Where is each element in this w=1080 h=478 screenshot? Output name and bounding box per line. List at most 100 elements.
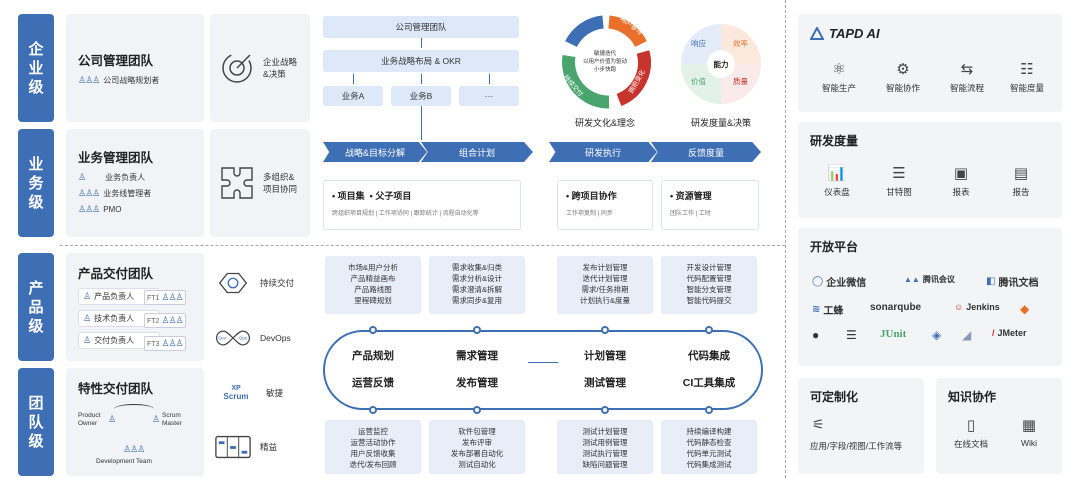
dashboard-item[interactable]: 📊仪表盘 <box>812 164 862 198</box>
stack-icon[interactable]: ☰ <box>846 328 857 342</box>
tapd-brand: TAPD AI <box>810 26 880 41</box>
list-code: 开发设计管理代码配置管理智能分支管理智能代码提交 <box>661 256 757 314</box>
jenkins-logo[interactable]: ☺Jenkins <box>954 302 1000 312</box>
product-owner-label: Product Owner <box>78 412 101 427</box>
card-sub: 工作项复制 | 同步 <box>566 211 613 217</box>
ai-metrics[interactable]: ☷智能度量 <box>1002 60 1052 94</box>
ai-workflow[interactable]: ⇆智能流程 <box>942 60 992 94</box>
agile-label: 敏捷 <box>266 388 284 398</box>
tencent-meeting-logo[interactable]: ▲▲腾讯会议 <box>904 275 955 284</box>
role-row: ♙♙♙PMO <box>78 204 122 214</box>
business-team-title: 业务管理团队 <box>78 151 154 165</box>
list-operations: 运营监控运营活动协作用户反馈收集迭代/发布回顾 <box>325 420 421 474</box>
band-execution: 研发执行 <box>549 142 657 162</box>
knowledge-title: 知识协作 <box>948 390 997 404</box>
loop-node <box>601 406 609 414</box>
loop-node <box>705 326 713 334</box>
person-icon: ♙ <box>152 414 160 424</box>
knowledge-panel: 知识协作 ▯在线文档 ▦Wiki <box>936 378 1062 474</box>
culture-caption: 研发文化&理念 <box>574 118 635 128</box>
role-row: ♙业务负责人 <box>78 172 146 182</box>
people-icon: ♙♙♙ <box>78 204 100 214</box>
measure-diagram: 响应 效率 价值 质量 能力 <box>673 14 769 114</box>
loop-node <box>369 326 377 334</box>
ai-production[interactable]: ⚛智能生产 <box>814 60 864 94</box>
continuous-capability: 持续交付 <box>206 253 306 313</box>
python-icon[interactable]: ◈ <box>932 328 942 342</box>
feature-team-box: 特性交付团队 Product Owner Scrum Master ♙ ♙ ♙♙… <box>66 368 204 476</box>
cycle-ops-feedback: 运营反馈 <box>352 377 394 389</box>
role-row: ♙♙♙业务线管理者 <box>78 188 152 198</box>
report-item[interactable]: ▣报表 <box>936 164 986 198</box>
program-card: • 项目集 • 父子项目 跨组织项目规划 | 工作项协同 | 跟踪统计 | 流程… <box>323 180 521 230</box>
junit-logo[interactable]: JUnit <box>880 328 907 340</box>
people-icon: ♙♙♙ <box>123 444 145 454</box>
cross-project-card: • 跨项目协作 工作项复制 | 同步 <box>557 180 653 230</box>
flow-company-node: 公司管理团队 <box>323 16 519 38</box>
separator <box>60 245 785 246</box>
loop-node <box>369 406 377 414</box>
scrum-icon: XP Scrum <box>223 385 249 401</box>
tencent-docs-logo[interactable]: ◧腾讯文档 <box>986 276 1039 289</box>
wecom-logo[interactable]: ◯企业微信 <box>812 276 867 289</box>
wiki-item[interactable]: ▦Wiki <box>1004 416 1054 448</box>
strategy-label: 企业战略&决策 <box>263 57 298 79</box>
brain-icon: ⚛ <box>832 61 846 78</box>
jmeter-logo[interactable]: /JMeter <box>992 328 1027 338</box>
ai-collaboration[interactable]: ⚙智能协作 <box>878 60 928 94</box>
gongfeng-logo[interactable]: ≋工蜂 <box>812 304 844 317</box>
loop-arrow <box>114 404 154 414</box>
lean-label: 精益 <box>260 442 278 452</box>
product-team-title: 产品交付团队 <box>78 267 154 281</box>
customize-title: 可定制化 <box>810 390 859 404</box>
role-row: ♙♙♙公司战略规划者 <box>78 75 160 85</box>
business-team-box: 业务管理团队 ♙业务负责人 ♙♙♙业务线管理者 ♙♙♙PMO <box>66 129 204 237</box>
online-doc-item[interactable]: ▯在线文档 <box>946 416 996 450</box>
customize-panel: 可定制化 ⚟ 应用/字段/视图/工作流等 <box>798 378 924 474</box>
list-testing: 测试计划管理测试用例管理测试执行管理缺陷问题管理 <box>557 420 653 474</box>
culture-center: 敏捷迭代以用户价值为驱动小步快跑 <box>582 51 627 73</box>
cycle-ci: CI工具集成 <box>682 377 736 389</box>
card-sub: 团队工作 | 工时 <box>670 211 711 217</box>
gear-icon: ⚙ <box>896 61 910 78</box>
devops-label: DevOps <box>260 333 291 343</box>
wiki-icon: ▦ <box>1021 417 1037 434</box>
report-icon: ▣ <box>953 165 969 182</box>
sonarqube-logo[interactable]: sonarqube <box>870 302 922 313</box>
loop-node <box>601 326 609 334</box>
flow-biz-more: ··· <box>459 86 519 106</box>
resource-card: • 资源管理 团队工作 | 工时 <box>661 180 759 230</box>
tapd-ai-panel: TAPD AI ⚛智能生产 ⚙智能协作 ⇆智能流程 ☷智能度量 <box>798 14 1062 112</box>
github-icon[interactable]: ● <box>812 328 820 342</box>
tool-icon[interactable]: ◢ <box>962 328 972 342</box>
svg-text:Dev: Dev <box>218 336 226 341</box>
devops-loop <box>323 330 763 410</box>
loop-node <box>473 406 481 414</box>
cycle-code: 代码集成 <box>688 350 730 362</box>
person-icon: ♙ <box>108 414 116 424</box>
sliders-icon: ⚟ <box>812 416 825 432</box>
bars-icon: ☷ <box>1020 61 1034 78</box>
puzzle-icon <box>218 164 255 202</box>
gantt-item[interactable]: ☰甘特图 <box>874 164 924 198</box>
document-report-item[interactable]: ▤报告 <box>996 164 1046 198</box>
ft-badge: FT3 ♙♙♙ <box>144 336 186 351</box>
level-enterprise: 企业级 <box>18 14 54 122</box>
dev-team-label: Development Team <box>96 458 152 465</box>
flow-connector <box>489 74 490 84</box>
multi-org-label: 多组织&项目协同 <box>263 172 298 194</box>
flow-connector <box>421 38 422 48</box>
card-title: • 资源管理 <box>670 191 712 201</box>
multi-org-capability: 多组织&项目协同 <box>210 129 310 237</box>
list-release: 软件包管理发布评审发布部署自动化测试自动化 <box>429 420 525 474</box>
open-platform-title: 开放平台 <box>810 240 859 254</box>
cycle-release: 发布管理 <box>456 377 498 389</box>
flow-connector <box>421 74 422 84</box>
loop-node <box>473 326 481 334</box>
ft-badge: FT2 ♙♙♙ <box>144 313 186 328</box>
rocket-icon <box>214 264 252 302</box>
flow-connector <box>353 74 354 84</box>
flow-okr-node: 业务战略布局 & OKR <box>323 50 519 72</box>
gitlab-icon[interactable]: ◆ <box>1020 302 1030 316</box>
